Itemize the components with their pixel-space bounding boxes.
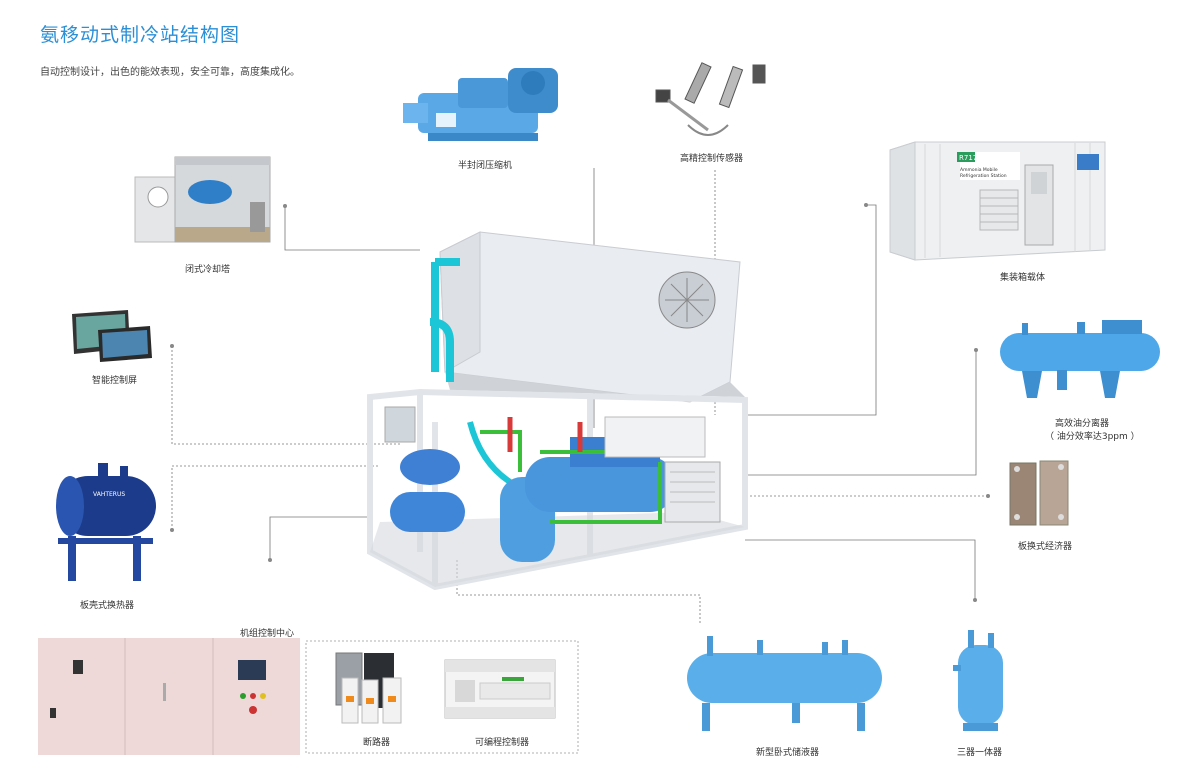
oil-separator-note: （ 油分效率达3ppm ） [1045, 432, 1140, 442]
container-image: R717 Ammonia Mobile Refrigeration Statio… [889, 141, 1106, 261]
plc-label: 可编程控制器 [475, 738, 530, 748]
breaker-image [335, 652, 402, 724]
shell-exchanger-image: VAHTERUS [56, 463, 156, 581]
tank-brand-text: VAHTERUS [93, 491, 125, 498]
smart-screen-image [72, 310, 152, 362]
container-label: 集装箱载体 [1000, 273, 1046, 283]
shell-exchanger-label: 板壳式换热器 [80, 601, 135, 611]
compressor-label: 半封闭压缩机 [458, 161, 513, 171]
compressor-image [403, 68, 558, 141]
station-image [367, 231, 748, 591]
breaker-label: 断路器 [363, 738, 391, 748]
control-center-label: 机组控制中心 [240, 629, 295, 639]
plate-economizer-image [1009, 460, 1069, 526]
page-subtitle: 自动控制设计，出色的能效表现，安全可靠，高度集成化。 [40, 67, 300, 78]
container-line1-text: Ammonia Mobile [960, 167, 998, 173]
sensor-label: 高精控制传感器 [680, 154, 744, 164]
screen-label: 智能控制屏 [92, 376, 138, 386]
oil-separator-label: 高效油分离器 [1055, 419, 1110, 429]
three-in-one-image [953, 630, 1003, 731]
container-badge-text: R717 [959, 154, 977, 162]
container-line2-text: Refrigeration Station [960, 173, 1007, 179]
receiver-label: 新型卧式储液器 [756, 748, 820, 758]
cooling-tower-label: 闭式冷却塔 [185, 265, 231, 275]
three-in-one-label: 三器一体器 [957, 748, 1003, 758]
cooling-tower-image [134, 156, 271, 243]
plc-image [444, 659, 556, 719]
page-title: 氨移动式制冷站结构图 [40, 24, 241, 46]
control-cabinet-image [38, 638, 300, 755]
receiver-image [687, 636, 882, 731]
plate-economizer-label: 板换式经济器 [1018, 542, 1073, 552]
oil-separator-image [1000, 320, 1160, 398]
sensor-image [655, 62, 766, 136]
